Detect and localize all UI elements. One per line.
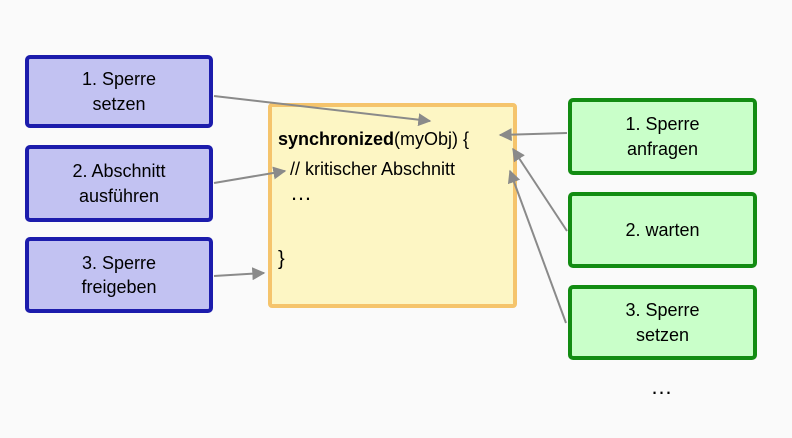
code-call-rest: (myObj) { (394, 129, 470, 149)
arrow-right-step3-to-code-icon (507, 169, 567, 324)
left-step-3-line1: 3. Sperre (81, 252, 157, 273)
arrow-right-step2-to-code-icon (512, 147, 568, 232)
right-step-1-line1: 1. Sperre (625, 114, 700, 135)
right-step-box-3: 3. Sperre setzen (568, 285, 757, 360)
code-line-closing-brace: } (278, 248, 285, 270)
right-step-3-line1: 3. Sperre (625, 300, 700, 321)
code-keyword: synchronized (278, 129, 395, 149)
code-line-comment: // kritischer Abschnitt (290, 159, 456, 179)
left-step-2-line2: ausführen (78, 185, 160, 206)
arrow-left-step3-to-brace-icon (213, 267, 266, 281)
left-step-box-3: 3. Sperre freigeben (25, 237, 213, 313)
right-step-3-line2: setzen (635, 324, 690, 345)
left-step-1-line2: setzen (92, 93, 146, 114)
right-column-ellipsis: … (650, 374, 675, 399)
right-step-1-line2: anfragen (626, 138, 699, 159)
code-box: synchronized(myObj) { // kritischer Absc… (268, 103, 517, 308)
right-step-box-2: 2. warten (568, 192, 757, 268)
left-step-1-line1: 1. Sperre (81, 69, 157, 90)
left-step-3-line2: freigeben (81, 277, 157, 297)
left-step-box-1: 1. Sperre setzen (25, 55, 213, 128)
right-step-box-1: 1. Sperre anfragen (568, 98, 757, 175)
left-step-box-2: 2. Abschnitt ausführen (25, 145, 213, 222)
code-line-synchronized: synchronized(myObj) { (278, 127, 469, 151)
left-step-2-line1: 2. Abschnitt (72, 161, 166, 182)
code-line-ellipsis: … (290, 180, 312, 205)
right-step-2-line1: 2. warten (625, 219, 700, 240)
